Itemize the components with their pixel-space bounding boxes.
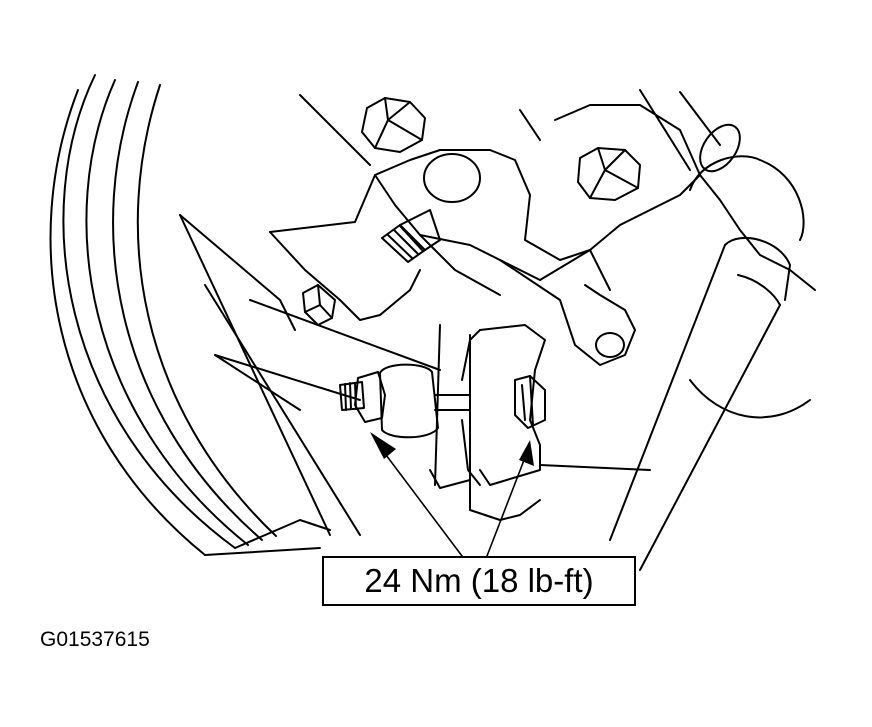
strut-line — [724, 236, 791, 301]
frame-line — [299, 94, 371, 166]
hex-bolt-head — [577, 147, 641, 201]
upper-bolt-left — [361, 97, 426, 153]
figure-id: G01537615 — [40, 628, 150, 651]
mount-hole — [699, 123, 741, 173]
stabilizer-link — [429, 324, 546, 511]
strut-line — [609, 244, 726, 541]
hex-bolt-detail — [589, 147, 639, 199]
upper-bracket — [269, 104, 816, 366]
frame-line — [204, 284, 361, 536]
link-bracket — [461, 329, 481, 381]
frame-line — [679, 91, 721, 146]
frame-lines — [179, 89, 721, 536]
tire-arcs — [49, 74, 331, 556]
frame-line — [179, 214, 331, 536]
stud-outline — [399, 209, 441, 251]
bracket-outline — [269, 149, 701, 261]
link-bracket — [429, 469, 471, 489]
frame-line — [249, 299, 441, 371]
upper-bolt-right — [577, 147, 641, 201]
bracket-hole — [423, 153, 481, 203]
torque-callout: 24 Nm (18 lb-ft) — [322, 556, 636, 606]
arm-body — [539, 249, 611, 291]
bracket-outline — [269, 231, 421, 321]
leader-lines — [379, 446, 527, 557]
frame-line — [639, 89, 691, 171]
arm-eye-hole — [595, 332, 625, 358]
tire-arc — [234, 519, 331, 549]
tire-arc — [204, 547, 321, 556]
strut-line — [539, 464, 651, 471]
strut-line — [469, 499, 541, 521]
leader-line-left — [379, 446, 463, 557]
arm-body — [499, 259, 636, 366]
link-bracket — [479, 324, 546, 486]
strut-line — [737, 274, 781, 306]
bracket-outline — [419, 234, 541, 281]
bracket-stud — [381, 209, 441, 263]
arrowhead-right — [519, 440, 534, 466]
hex-bolt-head — [361, 97, 426, 153]
tire-arc — [85, 79, 249, 546]
frame-line — [214, 354, 361, 401]
small-bracket-bolt — [302, 284, 336, 326]
tire-arc — [49, 89, 206, 556]
frame-line — [179, 214, 296, 331]
tire-arc — [112, 81, 263, 541]
hex-bolt-detail — [374, 97, 423, 149]
torque-callout-text: 24 Nm (18 lb-ft) — [364, 562, 594, 599]
link-stud-assembly — [339, 363, 546, 439]
lower-strut — [469, 236, 811, 571]
strut-line — [689, 379, 811, 419]
frame-line — [214, 354, 301, 411]
tire-arc — [62, 74, 236, 549]
bracket-outline — [554, 104, 816, 291]
tire-arc — [136, 84, 277, 537]
hex-bolt-detail — [304, 284, 333, 319]
far-nut-detail — [521, 375, 534, 426]
bushing-body — [379, 363, 439, 439]
shaft — [434, 394, 471, 411]
arrowhead-left — [370, 432, 396, 459]
bracket-outline — [689, 155, 805, 241]
threaded-end — [339, 381, 365, 411]
stud-threads — [387, 225, 423, 259]
strut-line — [639, 304, 781, 571]
link-bracket — [461, 419, 481, 486]
frame-line — [519, 109, 541, 141]
leader-line-right — [486, 454, 527, 557]
link-strut — [434, 324, 441, 486]
